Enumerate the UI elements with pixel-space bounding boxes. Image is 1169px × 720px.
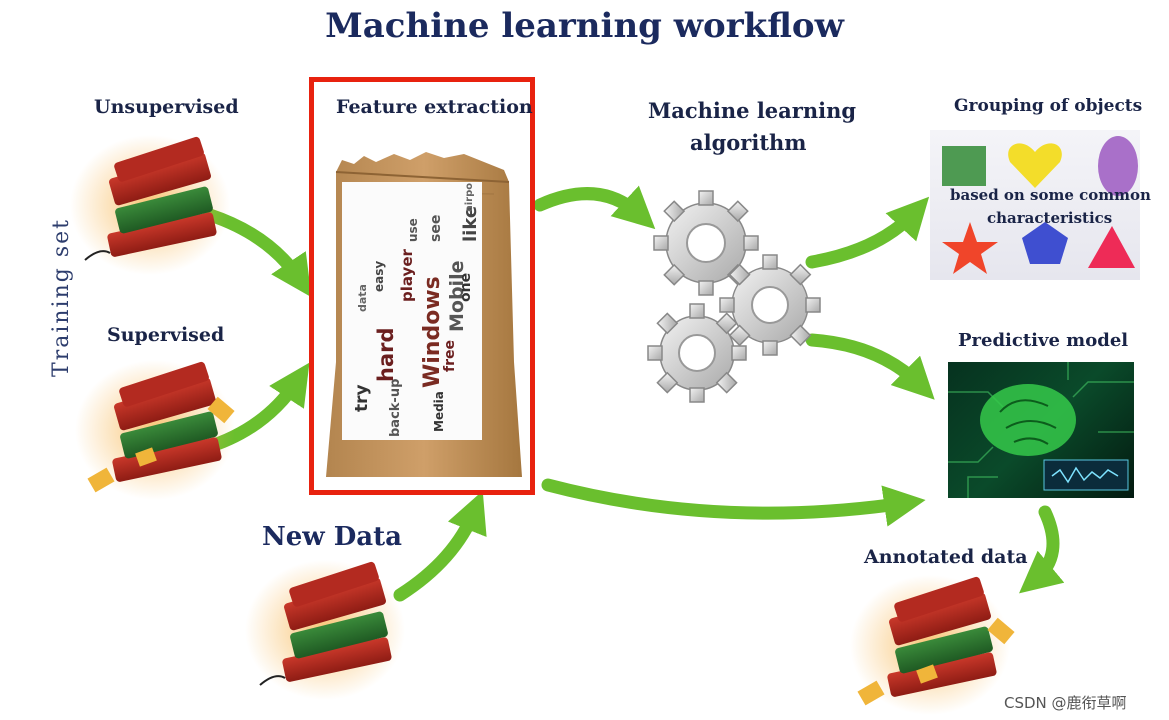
arrow-algorithm-to-predictive xyxy=(805,333,935,400)
gear-icon-right xyxy=(719,254,821,356)
predictive-model-label: Predictive model xyxy=(958,330,1129,351)
grouping-label: Grouping of objects xyxy=(954,96,1143,116)
watermark: CSDN @鹿衔草啊 xyxy=(1004,694,1127,712)
grouping-objects-image xyxy=(930,130,1140,280)
arrow-newdata-to-bag xyxy=(393,490,487,602)
book-stack-unsupervised xyxy=(70,135,230,275)
word-cloud-word: free xyxy=(442,340,458,372)
unsupervised-label: Unsupervised xyxy=(94,96,239,118)
feature-extraction-box: Windows Mobile hard try like player Medi… xyxy=(309,77,535,495)
gear-icon-top xyxy=(653,190,759,296)
brain-circuit-icon xyxy=(948,362,1134,498)
arrow-predictive-to-annotated xyxy=(1019,505,1065,594)
gear-icon-bottom xyxy=(647,303,747,403)
word-cloud-word: back-up xyxy=(388,378,403,437)
book-stack-supervised xyxy=(75,360,235,500)
word-cloud-word: data xyxy=(356,284,369,312)
predictive-model-image xyxy=(948,362,1134,498)
supervised-label: Supervised xyxy=(107,324,225,346)
feature-extraction-label: Feature extraction xyxy=(336,96,533,118)
word-cloud-word: use xyxy=(406,218,420,242)
word-cloud-label: Windows Mobile hard try like player Medi… xyxy=(342,182,482,440)
book-stack-new-data xyxy=(245,560,405,700)
colored-shapes-icon xyxy=(942,136,1138,274)
word-cloud-word: easy xyxy=(372,260,386,292)
word-cloud-word: Media xyxy=(432,391,446,432)
grouping-note-line1: based on some common xyxy=(950,186,1151,204)
arrow-bag-to-algorithm xyxy=(533,185,656,230)
arrow-bag-to-predictive xyxy=(541,478,926,527)
training-set-label: Training set xyxy=(48,218,74,377)
grouping-note-line2: characteristics xyxy=(987,209,1113,227)
word-cloud-word: hard xyxy=(374,327,398,382)
new-data-label: New Data xyxy=(262,522,402,552)
arrow-algorithm-to-grouping xyxy=(805,196,930,269)
word-cloud-word: one xyxy=(458,272,474,302)
word-cloud-word: player xyxy=(398,249,416,302)
page-title: Machine learning workflow xyxy=(325,6,844,46)
word-cloud-word: airport xyxy=(464,182,475,212)
word-cloud-word: try xyxy=(352,384,372,412)
annotated-data-label: Annotated data xyxy=(864,546,1028,568)
ml-algorithm-label-line1: Machine learning xyxy=(648,98,857,123)
ml-algorithm-label-line2: algorithm xyxy=(690,130,807,155)
book-stack-annotated xyxy=(850,575,1015,715)
word-cloud-word: see xyxy=(428,214,444,242)
